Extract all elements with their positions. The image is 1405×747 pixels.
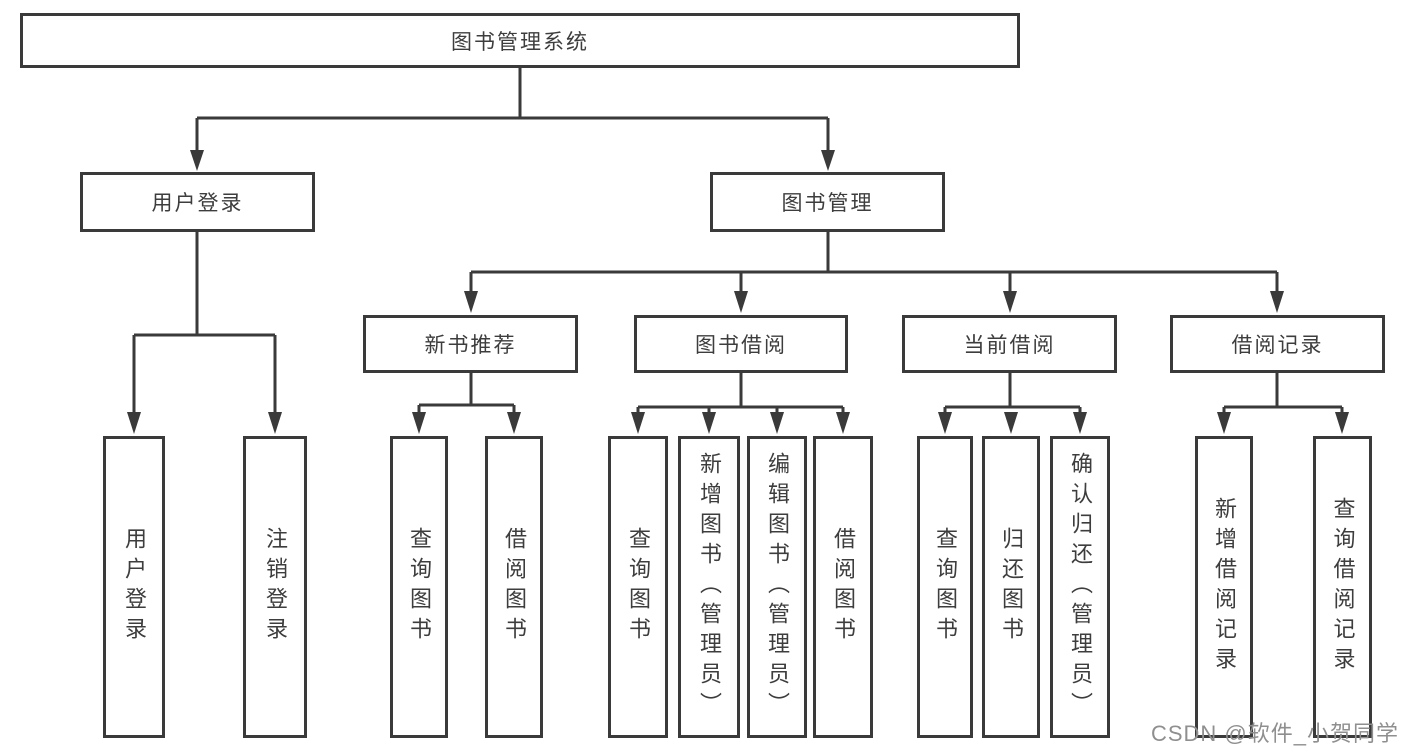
leaf-borrow-edit-books-admin: 编辑图书（管理员） [747, 436, 807, 738]
leaf-user-login: 用户登录 [103, 436, 165, 738]
leaf-borrow-query-books: 查询图书 [608, 436, 668, 738]
leaf-current-return-books-label: 归还图书 [999, 527, 1024, 647]
leaf-records-add-record: 新增借阅记录 [1195, 436, 1253, 738]
connector-borrow-to-leaves [631, 373, 850, 434]
leaf-borrow-borrow-books: 借阅图书 [813, 436, 873, 738]
leaf-borrow-add-books-admin-label: 新增图书（管理员） [697, 452, 722, 722]
node-current-borrow: 当前借阅 [902, 315, 1117, 373]
leaf-user-login-label: 用户登录 [122, 527, 147, 647]
leaf-newbooks-borrow-books: 借阅图书 [485, 436, 543, 738]
connector-records-to-leaves [1217, 373, 1349, 434]
node-book-management: 图书管理 [710, 172, 945, 232]
leaf-borrow-borrow-books-label: 借阅图书 [831, 527, 856, 647]
node-book-management-label: 图书管理 [781, 192, 874, 215]
leaf-newbooks-borrow-books-label: 借阅图书 [502, 527, 527, 647]
node-book-borrow: 图书借阅 [634, 315, 848, 373]
leaf-records-query-record-label: 查询借阅记录 [1330, 497, 1356, 677]
leaf-current-confirm-return-admin-label: 确认归还（管理员） [1068, 452, 1093, 722]
node-new-book-recommend-label: 新书推荐 [424, 334, 517, 357]
node-root-library-system: 图书管理系统 [20, 13, 1020, 68]
leaf-current-query-books: 查询图书 [917, 436, 973, 738]
connector-book-mgmt-to-level3 [464, 232, 1284, 313]
leaf-logout-label: 注销登录 [263, 527, 288, 647]
node-current-borrow-label: 当前借阅 [963, 334, 1056, 357]
leaf-borrow-edit-books-admin-label: 编辑图书（管理员） [765, 452, 790, 722]
leaf-newbooks-query-books-label: 查询图书 [407, 527, 432, 647]
leaf-records-query-record: 查询借阅记录 [1313, 436, 1372, 738]
connector-user-login-to-leaves [127, 232, 282, 434]
leaf-current-confirm-return-admin: 确认归还（管理员） [1050, 436, 1110, 738]
node-user-login-label: 用户登录 [151, 192, 244, 215]
node-root-label: 图书管理系统 [451, 30, 589, 54]
leaf-current-query-books-label: 查询图书 [933, 527, 958, 647]
leaf-borrow-add-books-admin: 新增图书（管理员） [678, 436, 740, 738]
leaf-logout: 注销登录 [243, 436, 307, 738]
node-borrow-records-label: 借阅记录 [1231, 334, 1324, 357]
leaf-newbooks-query-books: 查询图书 [390, 436, 448, 738]
connector-current-to-leaves [938, 373, 1087, 434]
leaf-borrow-query-books-label: 查询图书 [626, 527, 651, 647]
leaf-records-add-record-label: 新增借阅记录 [1212, 497, 1237, 677]
node-borrow-records: 借阅记录 [1170, 315, 1385, 373]
csdn-watermark: CSDN @软件_小贺同学 [1150, 721, 1399, 746]
node-user-login: 用户登录 [80, 172, 315, 232]
node-new-book-recommend: 新书推荐 [363, 315, 578, 373]
leaf-current-return-books: 归还图书 [982, 436, 1040, 738]
connector-root-to-level2 [190, 68, 835, 171]
connector-new-books-to-leaves [412, 373, 521, 434]
node-book-borrow-label: 图书借阅 [695, 334, 787, 357]
